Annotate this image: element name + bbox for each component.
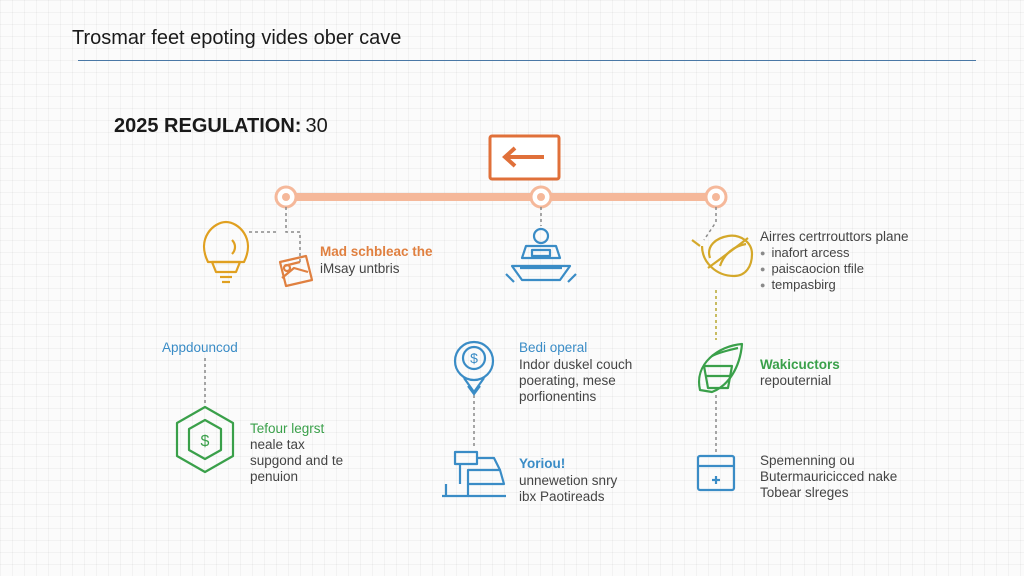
node-mid-center-line-1: Indor duskel couch [519, 357, 633, 372]
document-icon [278, 254, 314, 288]
dollar-hexagon-icon: $ [175, 405, 235, 474]
node-bottom-left-line-2: supgond and te [250, 453, 344, 468]
node-mid-right-heading: Wakicuctors [760, 357, 840, 372]
section-label: 2025 REGULATION: [114, 115, 302, 137]
node-top-right-list: inafort arcess paiscaocion tfile tempasb… [760, 245, 864, 293]
leaf-globe-icon [691, 234, 754, 278]
title-divider [78, 60, 976, 61]
node-top-left-text: iMsay untbris [320, 261, 400, 276]
page-title: Trosmar feet epoting vides ober cave [72, 27, 402, 49]
node-mid-center-line-3: porfionentins [519, 389, 597, 404]
lightbulb-icon [202, 220, 250, 284]
node-top-left-heading: Mad schbleac the [320, 244, 433, 259]
dollar-badge-icon: $ [453, 340, 495, 396]
node-mid-center-heading: Bedi operal [519, 340, 588, 355]
timeline-node-right[interactable] [704, 185, 728, 209]
section-number: 30 [305, 115, 328, 137]
list-item: inafort arcess [760, 245, 864, 261]
back-arrow-button[interactable] [488, 134, 561, 181]
node-bottom-left-heading: Tefour legrst [250, 421, 325, 436]
connectors [204, 207, 717, 455]
node-mid-center-line-2: poerating, mese [519, 373, 616, 388]
timeline-node-left[interactable] [274, 185, 298, 209]
node-bottom-left-line-3: penuion [250, 469, 299, 484]
node-bottom-center-line-2: ibx Paotireads [519, 489, 605, 504]
ship-icon [505, 227, 577, 283]
machine-icon [442, 450, 506, 498]
folder-icon [696, 454, 736, 492]
node-mid-right-text: repouternial [760, 373, 832, 388]
node-bottom-center-line-1: unnewetion snry [519, 473, 618, 488]
list-item: paiscaocion tfile [760, 261, 864, 277]
timeline-node-center[interactable] [529, 185, 553, 209]
node-bottom-center-heading: Yoriou! [519, 456, 566, 471]
section-heading: 2025 REGULATION:30 [114, 115, 328, 138]
leaf-basket-icon [697, 342, 744, 394]
node-bottom-left-line-1: neale tax [250, 437, 305, 452]
arrow-left-icon [502, 146, 544, 168]
node-bottom-right-line-2: Butermauricicced nake [760, 469, 898, 484]
timeline [274, 185, 728, 209]
node-mid-left-label: Appdouncod [162, 340, 238, 355]
svg-text:$: $ [470, 350, 478, 366]
svg-text:$: $ [201, 433, 210, 450]
list-item: tempasbirg [760, 277, 864, 293]
node-bottom-right-line-1: Spemenning ou [760, 453, 855, 468]
node-top-right-heading: Airres certrrouttors plane [760, 229, 909, 244]
node-bottom-right-line-3: Tobear slreges [760, 485, 849, 500]
